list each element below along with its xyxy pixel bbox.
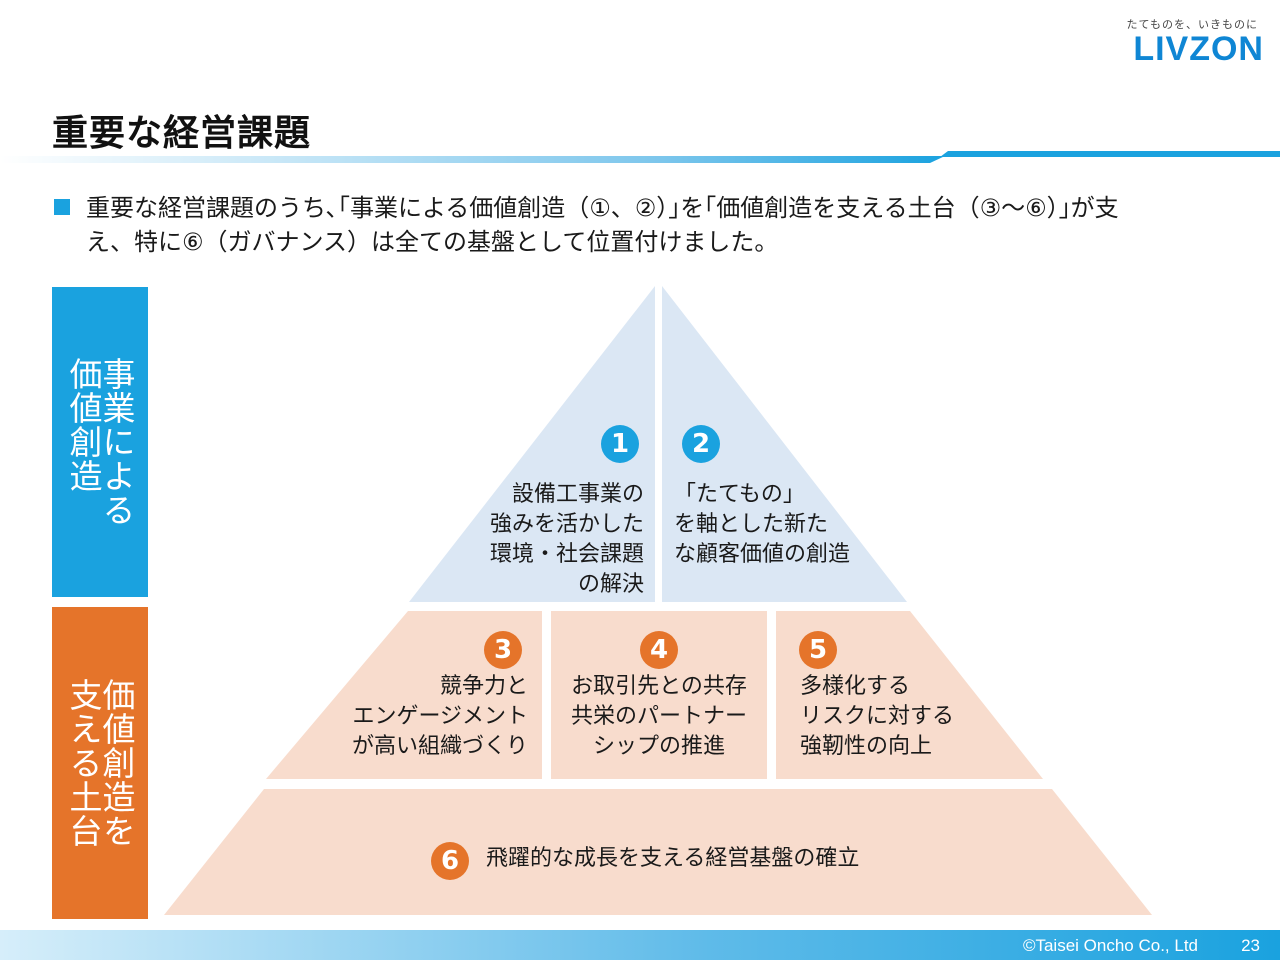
title-underline xyxy=(0,151,1280,163)
item-6-badge: 6 xyxy=(431,842,469,880)
title-underline-thick xyxy=(940,151,1280,157)
item-1-text: 設備工事業の 強みを活かした 環境・社会課題 の解決 xyxy=(489,482,644,597)
intro-text: 重要な経営課題のうち､｢事業による価値創造（①、②）｣を｢価値創造を支える土台（… xyxy=(86,194,1119,256)
item-3-text: 競争力と エンゲージメント が高い組織づくり xyxy=(351,674,528,759)
side-label-top-line1: 事業による xyxy=(97,357,136,527)
side-label-bottom-line2: 支える土台 xyxy=(64,678,103,848)
page-title: 重要な経営課題 xyxy=(52,113,312,154)
item-5-badge: 5 xyxy=(799,631,837,669)
side-label-top-line2: 価値創造 xyxy=(64,357,103,493)
pyramid-mid-left xyxy=(266,611,542,779)
item-4-badge: 4 xyxy=(640,631,678,669)
footer-bar xyxy=(0,930,1280,960)
brand-logo: LIVZON xyxy=(1133,30,1264,68)
footer-copyright: ©Taisei Oncho Co., Ltd xyxy=(1022,936,1198,955)
side-label-value-creation: 事業による 価値創造 xyxy=(52,287,148,597)
title-underline-thin xyxy=(0,156,945,163)
side-label-bottom-line1: 価値創造を xyxy=(97,678,136,848)
item-5-text: 多様化する リスクに対する 強靭性の向上 xyxy=(800,674,955,759)
pyramid-base xyxy=(164,789,1152,915)
pyramid-top-right xyxy=(662,286,907,602)
item-4-text: お取引先との共存 共栄のパートナー シップの推進 xyxy=(570,674,747,759)
pyramid-mid-right xyxy=(776,611,1043,779)
pyramid-mid-center xyxy=(551,611,767,779)
bullet-square xyxy=(54,199,70,215)
pyramid-top-left xyxy=(409,286,655,602)
item-3-badge: 3 xyxy=(484,631,522,669)
item-6-text: 飛躍的な成長を支える経営基盤の確立 xyxy=(486,846,860,871)
item-1-badge: 1 xyxy=(601,425,639,463)
page-number: 23 xyxy=(1241,936,1260,955)
item-2-badge: 2 xyxy=(682,425,720,463)
side-label-foundation: 価値創造を 支える土台 xyxy=(52,607,148,919)
item-2-text: 「たてもの」 を軸とした新た な顧客価値の創造 xyxy=(674,482,851,567)
brand-tagline: たてものを、いきものに xyxy=(1126,18,1258,31)
footer-bar-fill xyxy=(0,930,1280,960)
